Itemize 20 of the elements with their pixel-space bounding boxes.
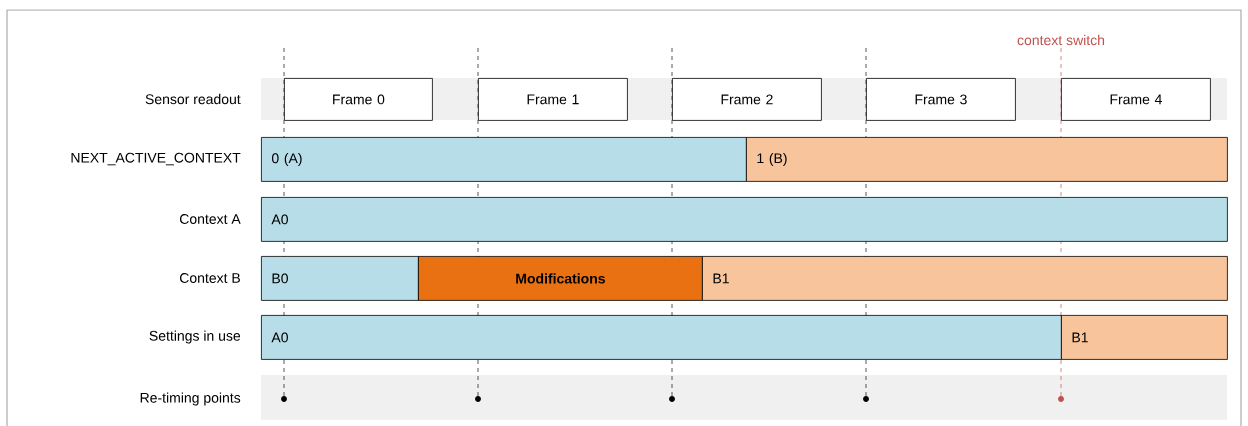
- row-label: Context B: [180, 273, 240, 283]
- register-bar: B0: [261, 256, 419, 301]
- frame-box: Frame 1: [478, 78, 628, 121]
- register-bar: B1: [1061, 315, 1228, 360]
- register-bar: 0 (A): [261, 137, 747, 182]
- register-bar: 1 (B): [746, 137, 1228, 182]
- frame-box: Frame 3: [866, 78, 1016, 121]
- row-label: Re-timing points: [140, 392, 241, 406]
- row-label: NEXT_ACTIVE_CONTEXT: [71, 152, 241, 166]
- register-bar: B1: [702, 256, 1228, 301]
- annotation-label: context switch: [1017, 34, 1105, 46]
- register-bar: A0: [261, 315, 1062, 360]
- frame-box: Frame 4: [1061, 78, 1211, 121]
- row-label: Context A: [180, 214, 241, 224]
- row-label: Sensor readout: [145, 93, 241, 105]
- frame-box: Modifications: [418, 256, 703, 301]
- register-bar: A0: [261, 197, 1228, 242]
- frame-box: Frame 2: [672, 78, 822, 121]
- frame-box: Frame 0: [284, 78, 433, 121]
- row-label: Settings in use: [149, 330, 241, 344]
